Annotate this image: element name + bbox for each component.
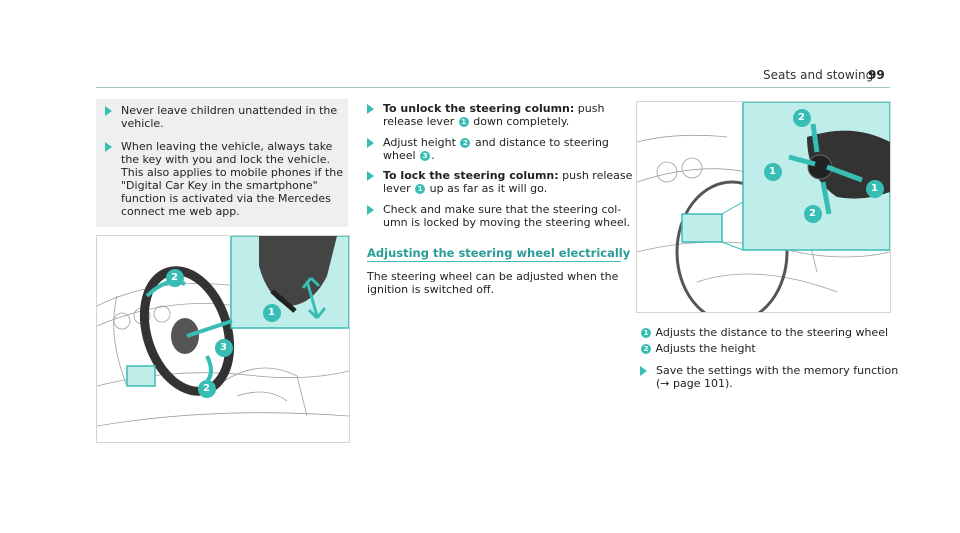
- warning-item-2-line-6: connect me web app.: [121, 205, 240, 218]
- step-check-line-2: umn is locked by moving the steering whe…: [383, 216, 631, 229]
- step-adjust-line-2: wheel 3.: [383, 149, 435, 162]
- figure-manual-steering-column: 1 2 3 2: [96, 235, 350, 443]
- warning-item-1-line-1: Never leave children unattended in the: [121, 104, 338, 117]
- figure-electric-steering: 2 1 1 2: [636, 101, 891, 313]
- warning-item-2-line-4: "Digital Car Key in the smartphone": [121, 179, 318, 192]
- callout-2: 2: [203, 383, 210, 394]
- bullet-arrow-icon: [367, 205, 374, 215]
- callout-1: 1: [268, 307, 275, 318]
- step-unlock-line-1: To unlock the steering column: push: [383, 102, 605, 115]
- legend-item-2: 2 Adjusts the height: [640, 342, 756, 355]
- save-line-2: (→ page 101).: [656, 377, 733, 390]
- callout-2: 2: [809, 208, 816, 219]
- manual-steering-illustration: [97, 236, 349, 427]
- warning-item-2-line-5: function is activated via the Mercedes: [121, 192, 331, 205]
- callout-2: 2: [798, 112, 805, 123]
- heading-rule: [367, 261, 621, 262]
- warning-box: [96, 99, 348, 227]
- step-lock-line-1: To lock the steering column: push releas…: [383, 169, 633, 182]
- callout-badge: 2: [641, 344, 651, 354]
- warning-item-2-line-2: the key with you and lock the vehicle.: [121, 153, 330, 166]
- bullet-arrow-icon: [105, 142, 112, 152]
- bullet-arrow-icon: [640, 366, 647, 376]
- section-title: Seats and stowing: [763, 68, 874, 82]
- step-adjust-line-1: Adjust height 2 and distance to steering: [383, 136, 609, 149]
- bullet-arrow-icon: [367, 171, 374, 181]
- electric-steering-illustration: [637, 102, 890, 312]
- callout-2: 2: [171, 272, 178, 283]
- step-lock-line-2: lever 1 up as far as it will go.: [383, 182, 548, 195]
- section-heading: Adjusting the steering wheel electricall…: [367, 246, 631, 260]
- warning-item-2-line-3: This also applies to mobile phones if th…: [121, 166, 344, 179]
- callout-badge: 3: [420, 151, 431, 161]
- legend-item-1: 1 Adjusts the distance to the steering w…: [640, 326, 888, 339]
- page-number: 99: [868, 68, 885, 82]
- callout-1: 1: [871, 183, 878, 194]
- intro-line-2: ignition is switched off.: [367, 283, 495, 296]
- step-unlock-line-2: release lever 1 down completely.: [383, 115, 570, 128]
- bullet-arrow-icon: [367, 104, 374, 114]
- warning-item-2-line-1: When leaving the vehicle, always take: [121, 140, 333, 153]
- save-line-1: Save the settings with the memory functi…: [656, 364, 899, 377]
- intro-line-1: The steering wheel can be adjusted when …: [367, 270, 619, 283]
- callout-badge: 2: [460, 138, 471, 148]
- callout-badge: 1: [415, 184, 426, 194]
- callout-badge: 1: [458, 117, 469, 127]
- callout-3: 3: [220, 342, 227, 353]
- callout-badge: 1: [641, 328, 651, 338]
- callout-1: 1: [769, 166, 776, 177]
- step-check-line-1: Check and make sure that the steering co…: [383, 203, 622, 216]
- bullet-arrow-icon: [367, 138, 374, 148]
- warning-item-1-line-2: vehicle.: [121, 117, 164, 130]
- header-rule: [96, 87, 890, 88]
- bullet-arrow-icon: [105, 106, 112, 116]
